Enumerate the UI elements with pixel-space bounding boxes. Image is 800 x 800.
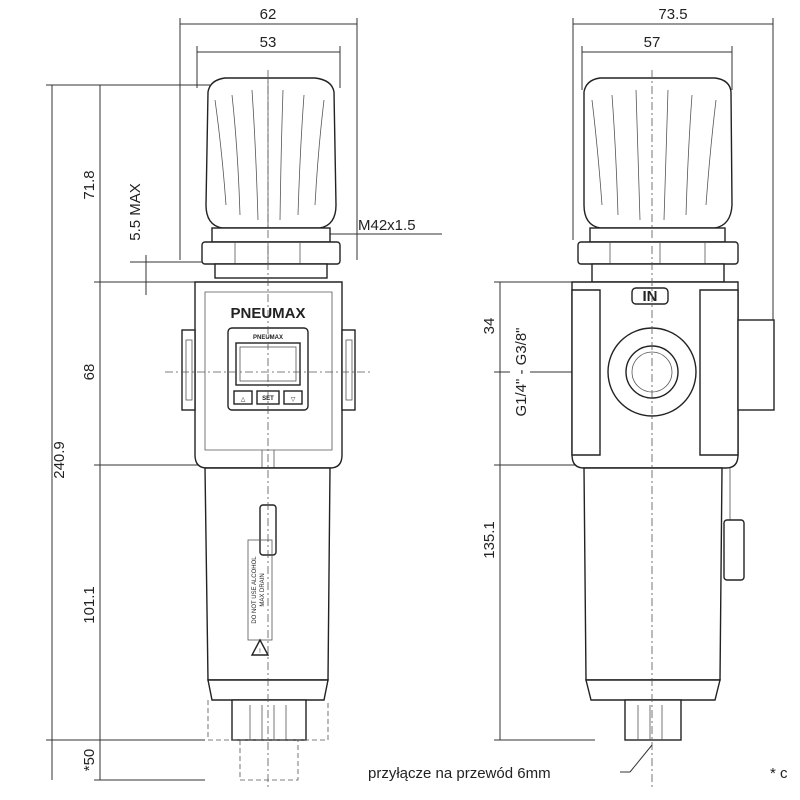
adjustment-knob xyxy=(205,77,337,229)
display-button-down[interactable] xyxy=(233,390,253,405)
right-filter-bowl xyxy=(583,467,723,681)
port-thread-label: G1/4" - G3/8" xyxy=(513,327,530,416)
dim-right-bowl-height: 135.1 xyxy=(481,521,498,559)
thread-label: M42x1.5 xyxy=(358,217,416,234)
in-badge xyxy=(631,287,669,305)
display-button-up-label: ▽ xyxy=(291,397,296,403)
dim-height-drain: *50 xyxy=(81,749,98,772)
dim-height-knob: 71.8 xyxy=(81,170,98,199)
right-lock-nut xyxy=(577,227,739,283)
dim-height-total: 240.9 xyxy=(51,441,68,479)
in-label: IN xyxy=(643,288,658,305)
lock-nut xyxy=(201,227,341,279)
dim-right-top-inner: 57 xyxy=(644,34,661,51)
display-button-down-label: △ xyxy=(241,397,246,403)
bowl-warning-2: MAX DRAIN xyxy=(260,573,266,606)
right-drain-base xyxy=(585,679,721,741)
right-view: 73.5 57 34 135.1 G1/4" - G3/8" xyxy=(368,6,788,790)
drain-base xyxy=(207,679,329,781)
right-regulator-body: IN xyxy=(571,281,775,469)
connection-note: przyłącze na przewód 6mm xyxy=(368,765,551,782)
dim-right-port-height: 34 xyxy=(481,318,498,335)
display-button-set-label: SET xyxy=(262,396,274,402)
filter-bowl: DO NOT USE ALCOHOL MAX DRAIN ! xyxy=(204,467,331,681)
dim-right-top-outer: 73.5 xyxy=(658,6,687,23)
left-view: 62 53 240.9 71.8 5.5 MAX 68 101.1 *50 M4… xyxy=(46,6,442,790)
dim-top-inner-53: 53 xyxy=(260,34,277,51)
right-adjustment-knob xyxy=(583,77,733,229)
dim-height-body: 68 xyxy=(81,364,98,381)
display-button-up[interactable] xyxy=(283,390,303,405)
bowl-warning-1: DO NOT USE ALCOHOL xyxy=(252,556,258,624)
dim-height-bowl: 101.1 xyxy=(81,586,98,624)
footnote-fragment: * c xyxy=(770,765,788,782)
warning-symbol: ! xyxy=(259,649,261,655)
dim-top-outer-62: 62 xyxy=(260,6,277,23)
dim-height-nut: 5.5 MAX xyxy=(127,183,144,241)
